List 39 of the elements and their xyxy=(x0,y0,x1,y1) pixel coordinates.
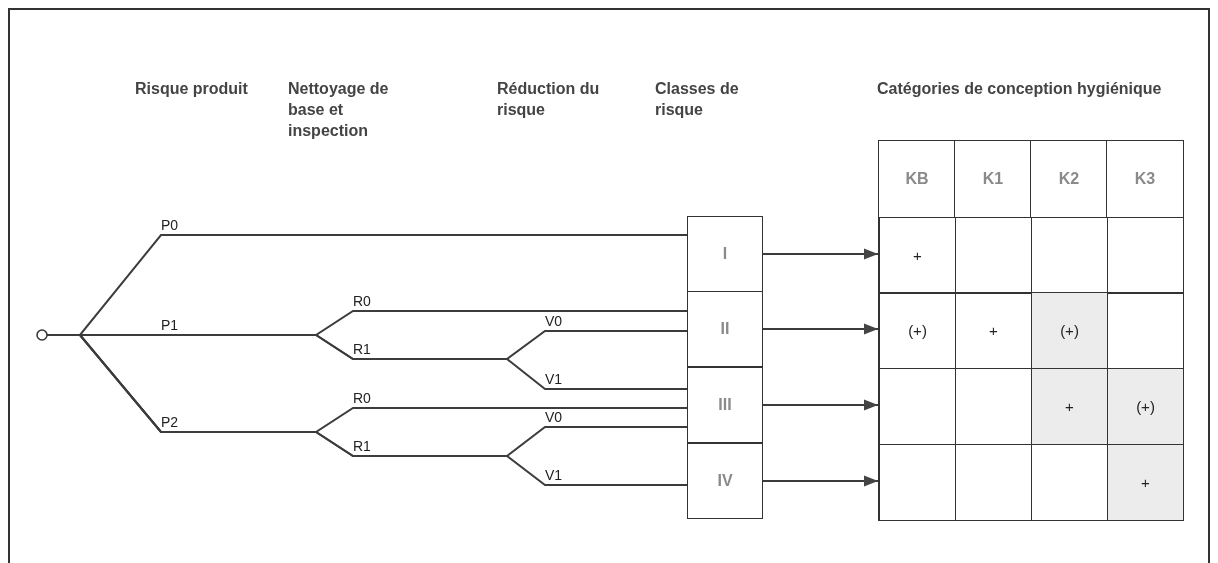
column-header: KB xyxy=(905,169,929,189)
branch-label: P2 xyxy=(161,414,179,430)
arrow xyxy=(762,475,879,487)
column-heading: Réduction du risque xyxy=(497,79,601,120)
branch-label: R1 xyxy=(353,438,371,454)
column-heading: Risque produit xyxy=(135,79,249,99)
branch-label: R1 xyxy=(353,341,371,357)
column-header: K1 xyxy=(982,169,1004,189)
branch-label: R0 xyxy=(353,390,371,406)
table-entry: (+) xyxy=(879,292,956,369)
branch-label: V1 xyxy=(545,371,563,387)
table-entry: + xyxy=(1031,368,1108,445)
branch-label: R0 xyxy=(353,293,371,309)
arrow xyxy=(762,323,879,335)
table-row xyxy=(879,292,1184,369)
arrow xyxy=(762,248,879,260)
branch-label: V0 xyxy=(545,313,563,329)
branch-label: V1 xyxy=(545,467,563,483)
branch-label: P0 xyxy=(161,217,179,233)
table-entry: + xyxy=(879,217,956,294)
table-entry: (+) xyxy=(1107,368,1184,445)
column-heading: Classes de risque xyxy=(655,79,740,120)
table-entry: + xyxy=(1107,444,1184,521)
column-header: K2 xyxy=(1058,169,1080,189)
column-header: K3 xyxy=(1134,169,1156,189)
class-box: II xyxy=(687,291,763,367)
table-row xyxy=(879,444,1184,521)
arrow xyxy=(762,399,879,411)
class-box: I xyxy=(687,216,763,292)
column-heading: Catégories de conception hygiénique xyxy=(877,79,1163,99)
start-circle xyxy=(36,329,48,341)
category-table xyxy=(878,140,1184,521)
table-row xyxy=(879,368,1184,445)
class-box: III xyxy=(687,367,763,443)
class-box: IV xyxy=(687,443,763,519)
branch-label: P1 xyxy=(161,317,179,333)
column-heading: Nettoyage de base et inspection xyxy=(288,79,390,141)
branch-label: V0 xyxy=(545,409,563,425)
table-entry: (+) xyxy=(1031,292,1108,369)
